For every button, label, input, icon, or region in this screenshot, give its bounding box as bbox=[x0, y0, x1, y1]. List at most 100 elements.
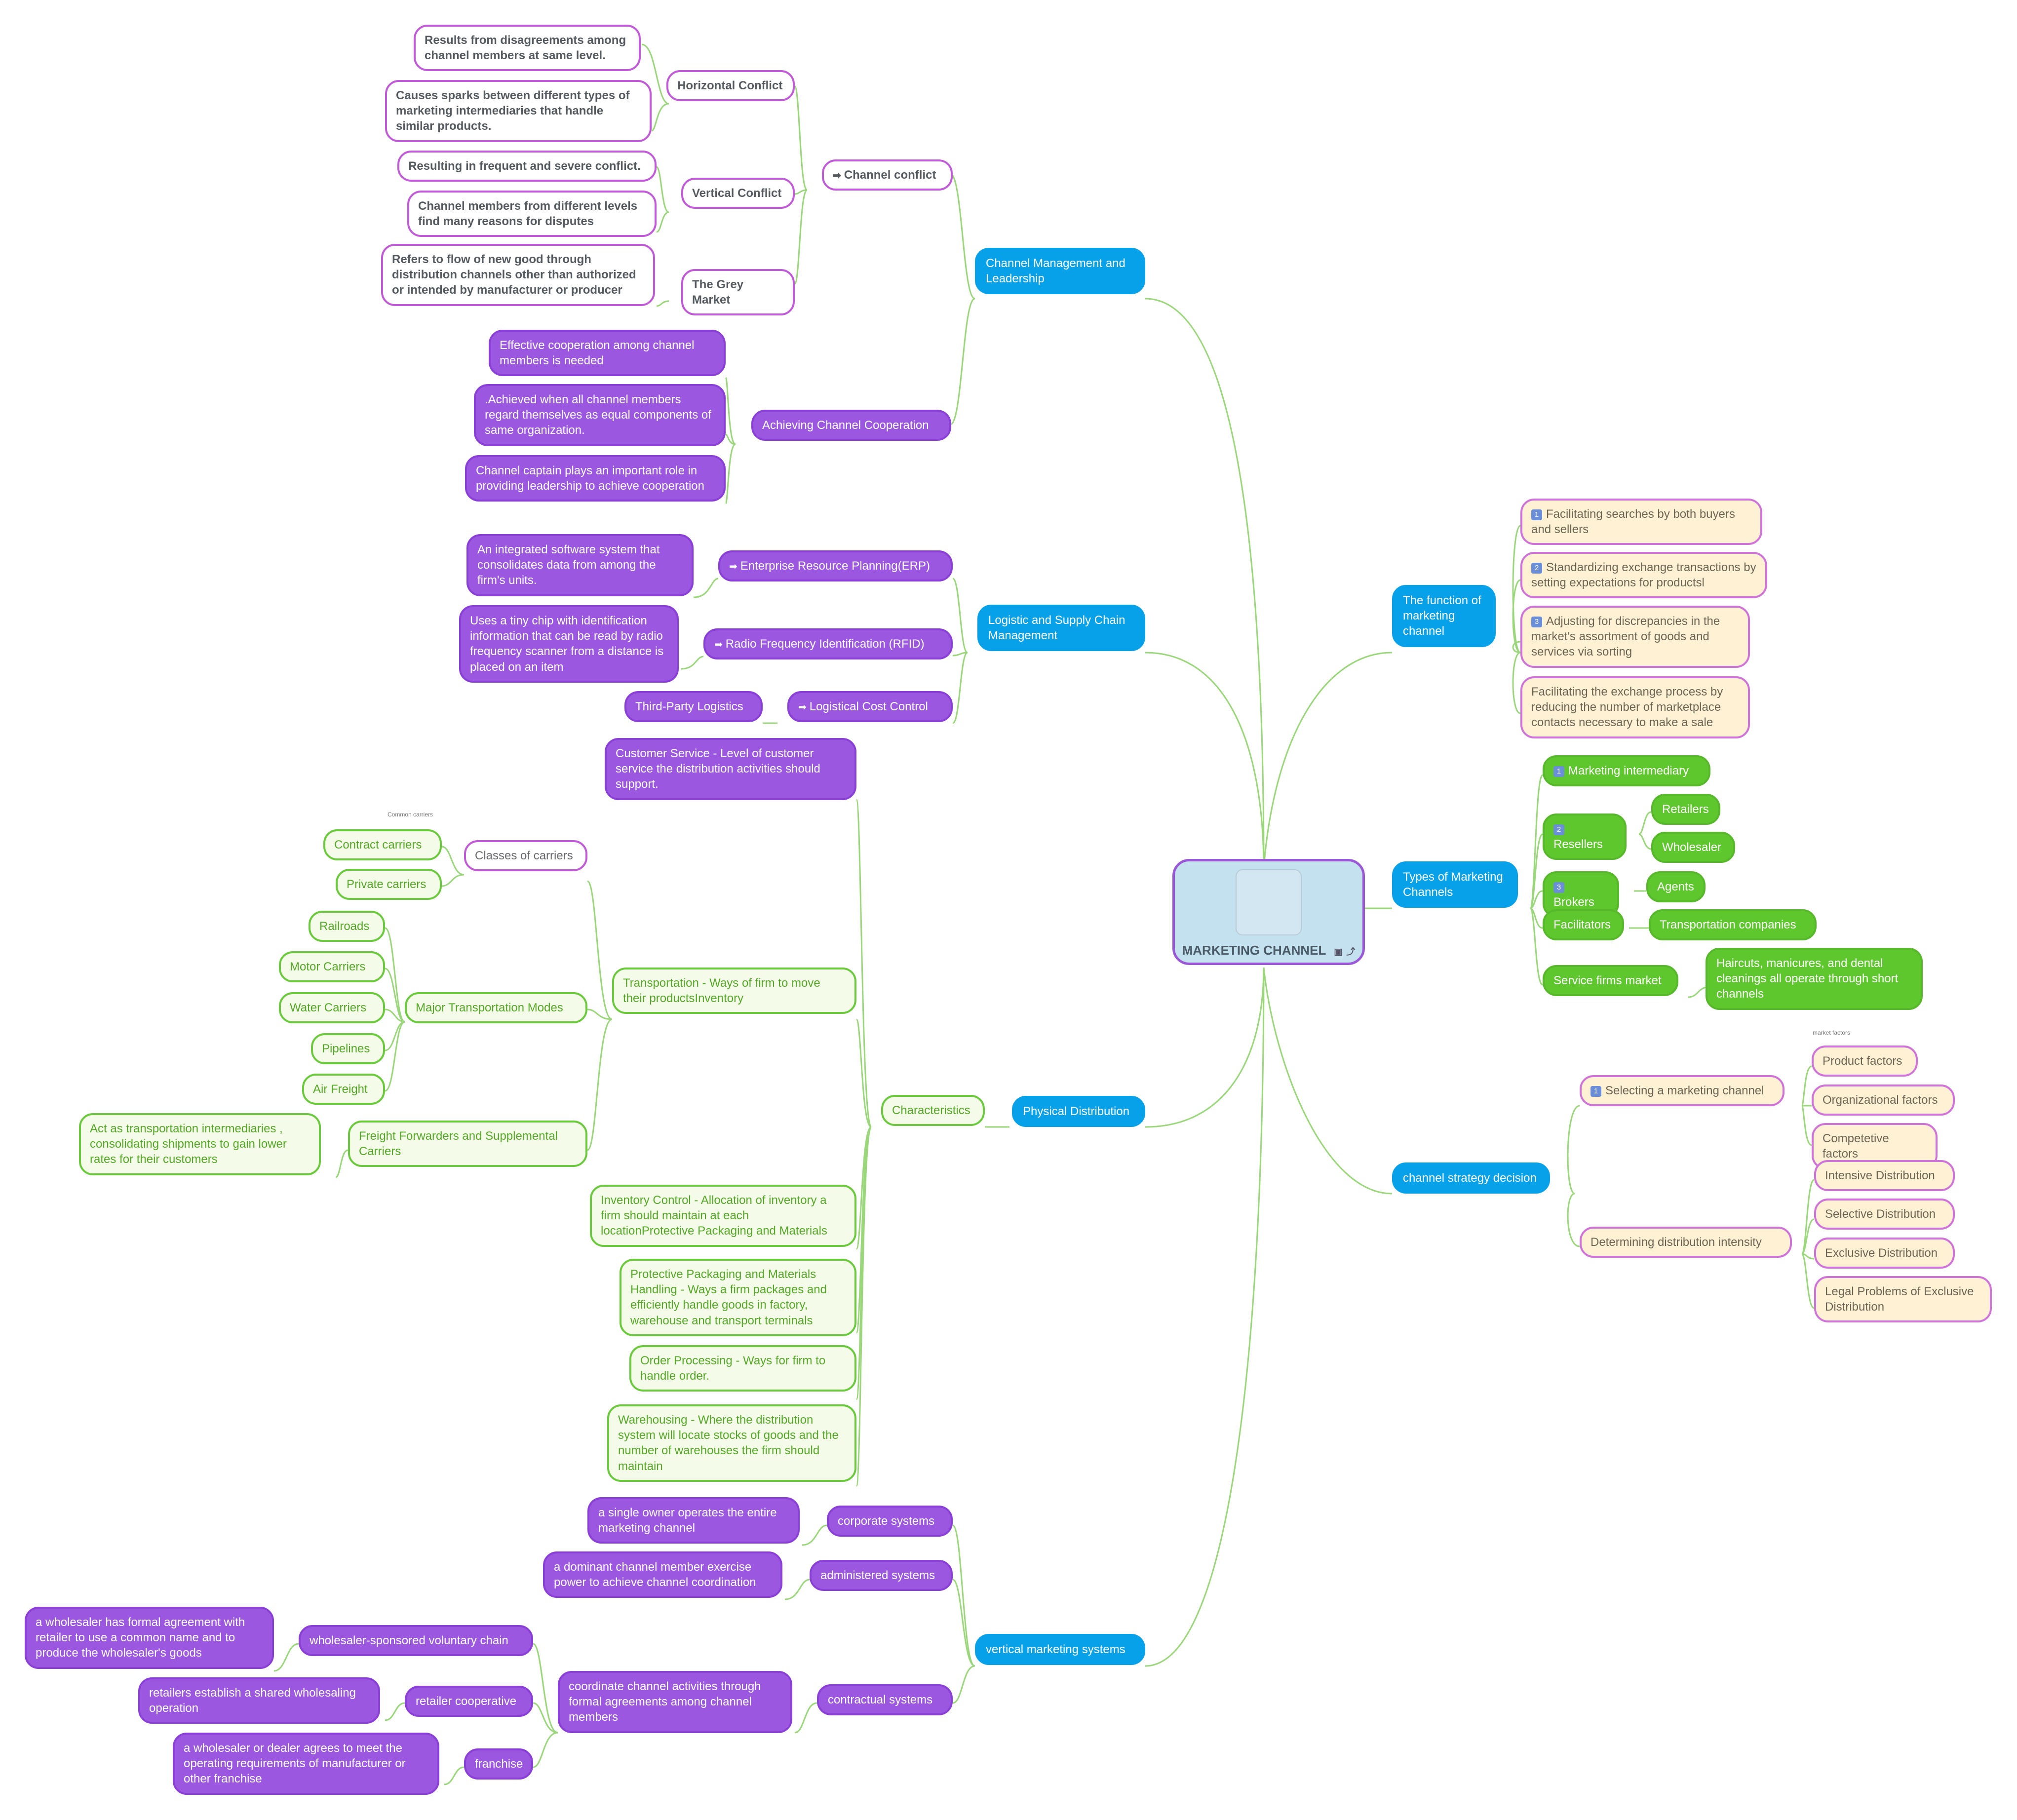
number-3-icon: 3 bbox=[1531, 617, 1542, 627]
motor-carriers[interactable]: Motor Carriers bbox=[279, 951, 385, 983]
selective-distribution[interactable]: Selective Distribution bbox=[1814, 1199, 1955, 1230]
market-factors-note: market factors bbox=[1813, 1029, 1851, 1036]
link-root-pd bbox=[1145, 967, 1265, 1128]
contractual-systems-detail[interactable]: coordinate channel activities through fo… bbox=[558, 1671, 792, 1733]
channel-conflict-label: Channel conflict bbox=[844, 168, 936, 182]
types-of-marketing-channels[interactable]: Types of Marketing Channels bbox=[1392, 861, 1518, 908]
corporate-systems[interactable]: corporate systems bbox=[827, 1506, 953, 1537]
link-root-vms bbox=[1145, 967, 1265, 1667]
franchise-detail[interactable]: a wholesaler or dealer agrees to meet th… bbox=[173, 1733, 439, 1795]
air-freight[interactable]: Air Freight bbox=[302, 1074, 385, 1105]
link-root-fmc bbox=[1263, 652, 1393, 869]
agents[interactable]: Agents bbox=[1646, 871, 1706, 903]
wholesaler-voluntary-chain-detail[interactable]: a wholesaler has formal agreement with r… bbox=[25, 1607, 274, 1669]
rfid-detail[interactable]: Uses a tiny chip with identification inf… bbox=[459, 605, 679, 683]
administered-systems-detail[interactable]: a dominant channel member exercise power… bbox=[543, 1551, 782, 1598]
characteristics[interactable]: Characteristics bbox=[881, 1095, 985, 1126]
link-root-lscm bbox=[1145, 652, 1265, 869]
horizontal-conflict-detail-1[interactable]: Results from disagreements among channel… bbox=[414, 25, 641, 72]
railroads[interactable]: Railroads bbox=[309, 911, 385, 942]
private-carriers[interactable]: Private carriers bbox=[336, 869, 442, 900]
channel-management-leadership[interactable]: Channel Management and Leadership bbox=[975, 248, 1145, 295]
cooperation-detail-1[interactable]: Effective cooperation among channel memb… bbox=[489, 330, 726, 377]
warehousing[interactable]: Warehousing - Where the distribution sys… bbox=[607, 1404, 856, 1482]
service-firms-detail[interactable]: Haircuts, manicures, and dental cleaning… bbox=[1706, 948, 1923, 1010]
physical-distribution[interactable]: Physical Distribution bbox=[1012, 1096, 1145, 1127]
cooperation-detail-2[interactable]: .Achieved when all channel members regar… bbox=[474, 384, 726, 446]
contractual-systems[interactable]: contractual systems bbox=[817, 1684, 953, 1716]
exclusive-distribution[interactable]: Exclusive Distribution bbox=[1814, 1238, 1955, 1269]
franchise[interactable]: franchise bbox=[464, 1748, 533, 1780]
channel-strategy-decision[interactable]: channel strategy decision bbox=[1392, 1162, 1550, 1194]
common-carriers-note: Common carriers bbox=[388, 811, 433, 818]
horizontal-conflict-detail-2[interactable]: Causes sparks between different types of… bbox=[385, 80, 652, 142]
pipelines[interactable]: Pipelines bbox=[311, 1033, 385, 1065]
transportation-companies[interactable]: Transportation companies bbox=[1649, 909, 1817, 941]
major-transportation-modes[interactable]: Major Transportation Modes bbox=[405, 992, 587, 1024]
resellers[interactable]: 2Resellers bbox=[1543, 813, 1627, 860]
organizational-factors[interactable]: Organizational factors bbox=[1812, 1084, 1955, 1116]
vertical-marketing-systems[interactable]: vertical marketing systems bbox=[975, 1634, 1145, 1665]
freight-forwarders[interactable]: Freight Forwarders and Supplemental Carr… bbox=[348, 1121, 587, 1167]
corporate-systems-detail[interactable]: a single owner operates the entire marke… bbox=[587, 1497, 800, 1544]
channel-conflict[interactable]: ➡Channel conflict bbox=[822, 159, 953, 191]
logistical-cost-control[interactable]: ➡Logistical Cost Control bbox=[787, 691, 953, 723]
third-party-logistics[interactable]: Third-Party Logistics bbox=[624, 691, 763, 723]
transportation[interactable]: Transportation - Ways of firm to move th… bbox=[612, 968, 856, 1014]
vertical-conflict-detail-2[interactable]: Channel members from different levels fi… bbox=[407, 191, 657, 237]
grey-market[interactable]: The Grey Market bbox=[681, 269, 795, 316]
number-2-icon: 2 bbox=[1531, 563, 1542, 574]
rfid[interactable]: ➡Radio Frequency Identification (RFID) bbox=[703, 628, 953, 660]
retailer-cooperative-detail[interactable]: retailers establish a shared wholesaling… bbox=[138, 1677, 380, 1724]
facilitators[interactable]: Facilitators bbox=[1543, 909, 1624, 941]
service-firms-market[interactable]: Service firms market bbox=[1543, 965, 1678, 997]
vertical-conflict-detail-1[interactable]: Resulting in frequent and severe conflic… bbox=[397, 151, 657, 182]
protective-packaging[interactable]: Protective Packaging and Materials Handl… bbox=[620, 1259, 856, 1336]
image-icon[interactable]: ▣ bbox=[1334, 947, 1343, 957]
function-of-marketing-channel[interactable]: The function of marketing channel bbox=[1392, 585, 1496, 647]
logistic-supply-chain[interactable]: Logistic and Supply Chain Management bbox=[977, 605, 1145, 652]
erp[interactable]: ➡Enterprise Resource Planning(ERP) bbox=[718, 550, 953, 582]
legal-problems-exclusive-distribution[interactable]: Legal Problems of Exclusive Distribution bbox=[1814, 1276, 1992, 1323]
inventory-control[interactable]: Inventory Control - Allocation of invent… bbox=[590, 1185, 856, 1247]
brokers-label: Brokers bbox=[1553, 895, 1594, 909]
freight-forwarders-detail[interactable]: Act as transportation intermediaries , c… bbox=[79, 1113, 321, 1175]
water-carriers[interactable]: Water Carriers bbox=[279, 992, 385, 1024]
vertical-conflict[interactable]: Vertical Conflict bbox=[681, 178, 795, 209]
wholesaler[interactable]: Wholesaler bbox=[1651, 832, 1735, 863]
link-icon[interactable]: ⤴ bbox=[1346, 947, 1356, 957]
arrow-right-icon: ➡ bbox=[798, 702, 807, 713]
determining-distribution-intensity[interactable]: Determining distribution intensity bbox=[1580, 1227, 1792, 1258]
customer-service[interactable]: Customer Service - Level of customer ser… bbox=[605, 738, 856, 800]
function-4[interactable]: Facilitating the exchange process by red… bbox=[1520, 676, 1750, 738]
intensive-distribution[interactable]: Intensive Distribution bbox=[1814, 1160, 1955, 1192]
wholesaler-voluntary-chain[interactable]: wholesaler-sponsored voluntary chain bbox=[299, 1625, 533, 1657]
achieving-channel-cooperation[interactable]: Achieving Channel Cooperation bbox=[751, 410, 951, 441]
root-title: MARKETING CHANNEL bbox=[1182, 943, 1326, 958]
number-2-icon: 2 bbox=[1553, 824, 1564, 835]
classes-of-carriers[interactable]: Classes of carriers bbox=[464, 840, 587, 872]
retailer-cooperative[interactable]: retailer cooperative bbox=[405, 1686, 533, 1717]
arrow-right-icon: ➡ bbox=[714, 639, 723, 650]
erp-label: Enterprise Resource Planning(ERP) bbox=[740, 559, 930, 573]
grey-market-detail[interactable]: Refers to flow of new good through distr… bbox=[381, 244, 655, 306]
horizontal-conflict[interactable]: Horizontal Conflict bbox=[666, 70, 795, 102]
cooperation-detail-3[interactable]: Channel captain plays an important role … bbox=[465, 455, 726, 502]
product-factors[interactable]: Product factors bbox=[1812, 1046, 1918, 1077]
resellers-label: Resellers bbox=[1553, 838, 1603, 852]
retailers[interactable]: Retailers bbox=[1651, 794, 1720, 825]
administered-systems[interactable]: administered systems bbox=[810, 1560, 953, 1591]
number-1-icon: 1 bbox=[1590, 1086, 1601, 1097]
contract-carriers[interactable]: Contract carriers bbox=[323, 829, 442, 861]
link-root-csd bbox=[1263, 967, 1393, 1195]
link-root-cml bbox=[1145, 298, 1265, 869]
root-node[interactable]: MARKETING CHANNEL ▣⤴ bbox=[1172, 859, 1365, 965]
rfid-label: Radio Frequency Identification (RFID) bbox=[725, 637, 925, 651]
erp-detail[interactable]: An integrated software system that conso… bbox=[466, 534, 694, 596]
order-processing[interactable]: Order Processing - Ways for firm to hand… bbox=[629, 1345, 856, 1392]
